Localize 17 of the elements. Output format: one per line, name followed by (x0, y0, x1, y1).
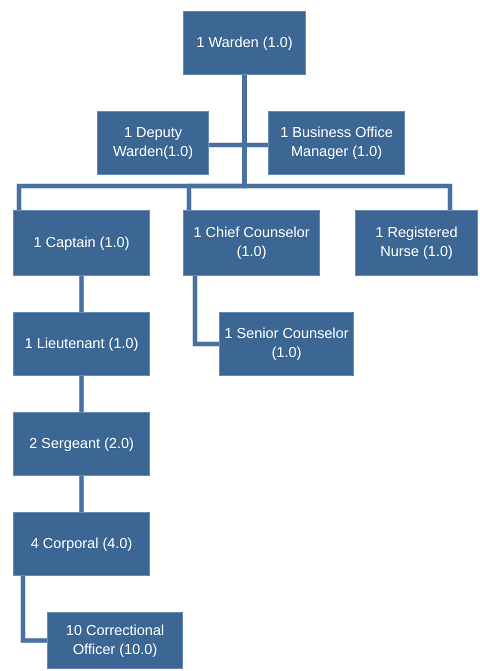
connector-line (79, 476, 84, 512)
connector-line (79, 276, 84, 312)
position-box: 1 Chief Counselor (1.0) (183, 210, 320, 276)
position-box: 1 Senior Counselor (1.0) (219, 312, 354, 376)
position-box: 1 Business Office Manager (1.0) (268, 111, 405, 175)
position-box: 1 Registered Nurse (1.0) (355, 210, 478, 276)
connector-line (242, 75, 452, 210)
connector-line (192, 276, 219, 346)
position-box: 1 Captain (1.0) (13, 210, 150, 276)
position-box: 1 Warden (1.0) (183, 11, 306, 75)
position-box: 1 Lieutenant (1.0) (13, 312, 150, 376)
position-box: 4 Corporal (4.0) (13, 512, 150, 576)
position-box: 10 Correctional Officer (10.0) (47, 612, 183, 669)
connector-line (20, 576, 47, 643)
position-box: 1 Deputy Warden(1.0) (97, 111, 209, 175)
position-box: 2 Sergeant (2.0) (13, 412, 150, 476)
connector-line (79, 376, 84, 412)
